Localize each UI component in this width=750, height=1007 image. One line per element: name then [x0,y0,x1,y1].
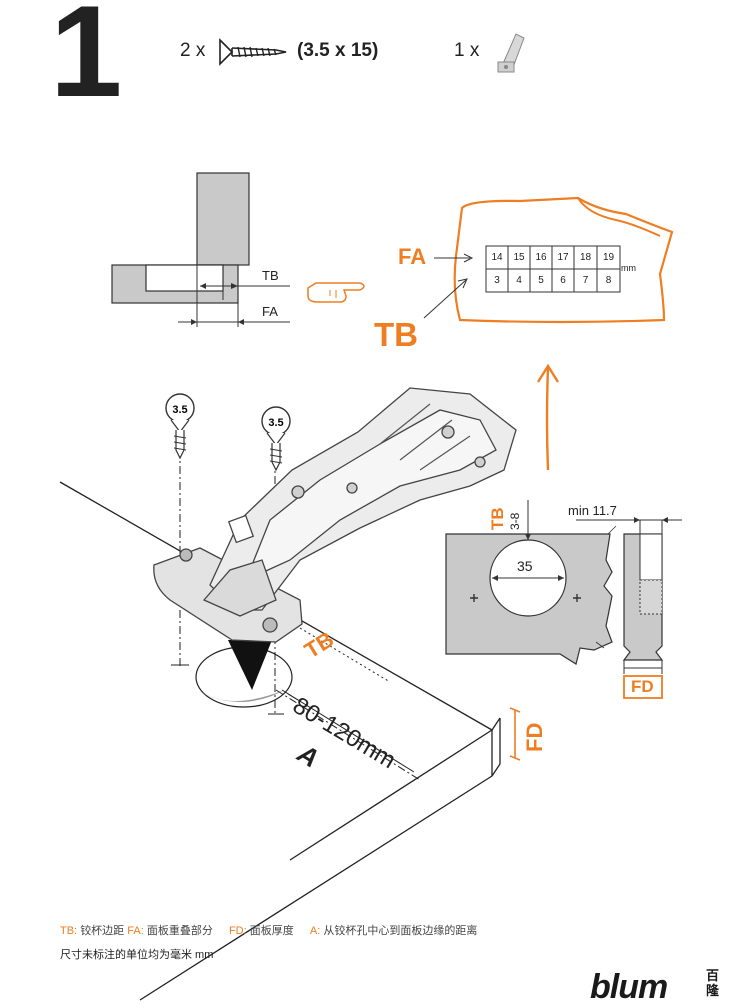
label-table-grid [485,245,621,293]
tb-cup-label: TB [488,507,507,530]
screw-quantity: 2 x [180,40,206,61]
pointing-hand-icon [307,282,365,303]
screw-left: 3.5 [165,393,195,460]
table-cell: 17 [557,252,569,263]
legend-tb-text: 铰杯边距 [80,925,125,937]
legend-tb-key: TB: [60,925,78,937]
table-unit: mm [621,263,636,273]
screw-size: (3.5 x 15) [297,40,379,61]
table-cell: 3 [494,275,500,286]
tb-orange-label: TB [374,316,418,353]
table-cell: 6 [560,275,566,286]
fa-small-label: FA [262,304,278,319]
table-cell: 16 [535,252,547,263]
table-row: 14 15 16 17 18 19 [486,246,620,269]
fa-orange-label: FA [398,244,427,269]
min-dimension: min 11.7 [568,503,617,518]
table-cell: 14 [491,252,503,263]
cup-hole [195,640,293,708]
legend-a-text: 从铰杯孔中心到面板边缘的距离 [323,925,478,937]
legend: TB: 铰杯边距 FA: 面板重叠部分 FD: 面板厚度 A: 从铰杯孔中心到面… [60,922,477,938]
table-cell: 4 [516,275,522,286]
blum-logo: blum [590,968,668,1006]
cup-cross-section [445,500,617,665]
legend-fd-text: 面板厚度 [249,925,294,937]
svg-text:3.5: 3.5 [172,404,187,416]
legend-fd-key: FD: [228,925,247,937]
table-cell: 8 [605,275,612,286]
hinge-quantity: 1 x [454,40,480,61]
cup-side-section [576,517,682,699]
table-cell: 5 [538,275,544,286]
fd-drawing-label: FD [522,722,547,752]
table-cell: 15 [513,252,525,263]
tb-small-label: TB [262,268,279,283]
table-cell: 7 [582,275,589,286]
table-cell: 19 [602,252,615,263]
table-cell: 18 [579,252,592,263]
table-row: 3 4 5 6 7 8 [486,269,620,292]
hinge-icon [497,33,525,73]
hinge-body [153,387,517,643]
hinge-label-sticker [453,196,674,324]
legend-a-key: A: [309,925,321,937]
svg-text:3.5: 3.5 [268,417,283,429]
step-number: 1 [50,0,122,124]
legend-fa-key: FA: [127,925,144,937]
unit-note: 尺寸未标注的单位均为毫米 mm [60,949,214,961]
fd-bracket [509,707,521,761]
screw-right: 3.5 [261,406,291,472]
cup-small-dim: 3-8 [508,512,522,530]
tb-pointer-arrow [423,279,467,319]
overlay-detail-drawing [111,172,290,327]
legend-fa-text: 面板重叠部分 [146,925,213,937]
cup-diameter: 35 [517,558,533,574]
label-table: 14 15 16 17 18 19 3 4 5 6 7 8 [486,246,620,292]
up-arrow-icon [536,363,560,471]
fd-cup-label: FD [631,677,654,696]
blum-logo-cn: 百隆 [706,968,720,998]
screw-icon [219,38,287,66]
